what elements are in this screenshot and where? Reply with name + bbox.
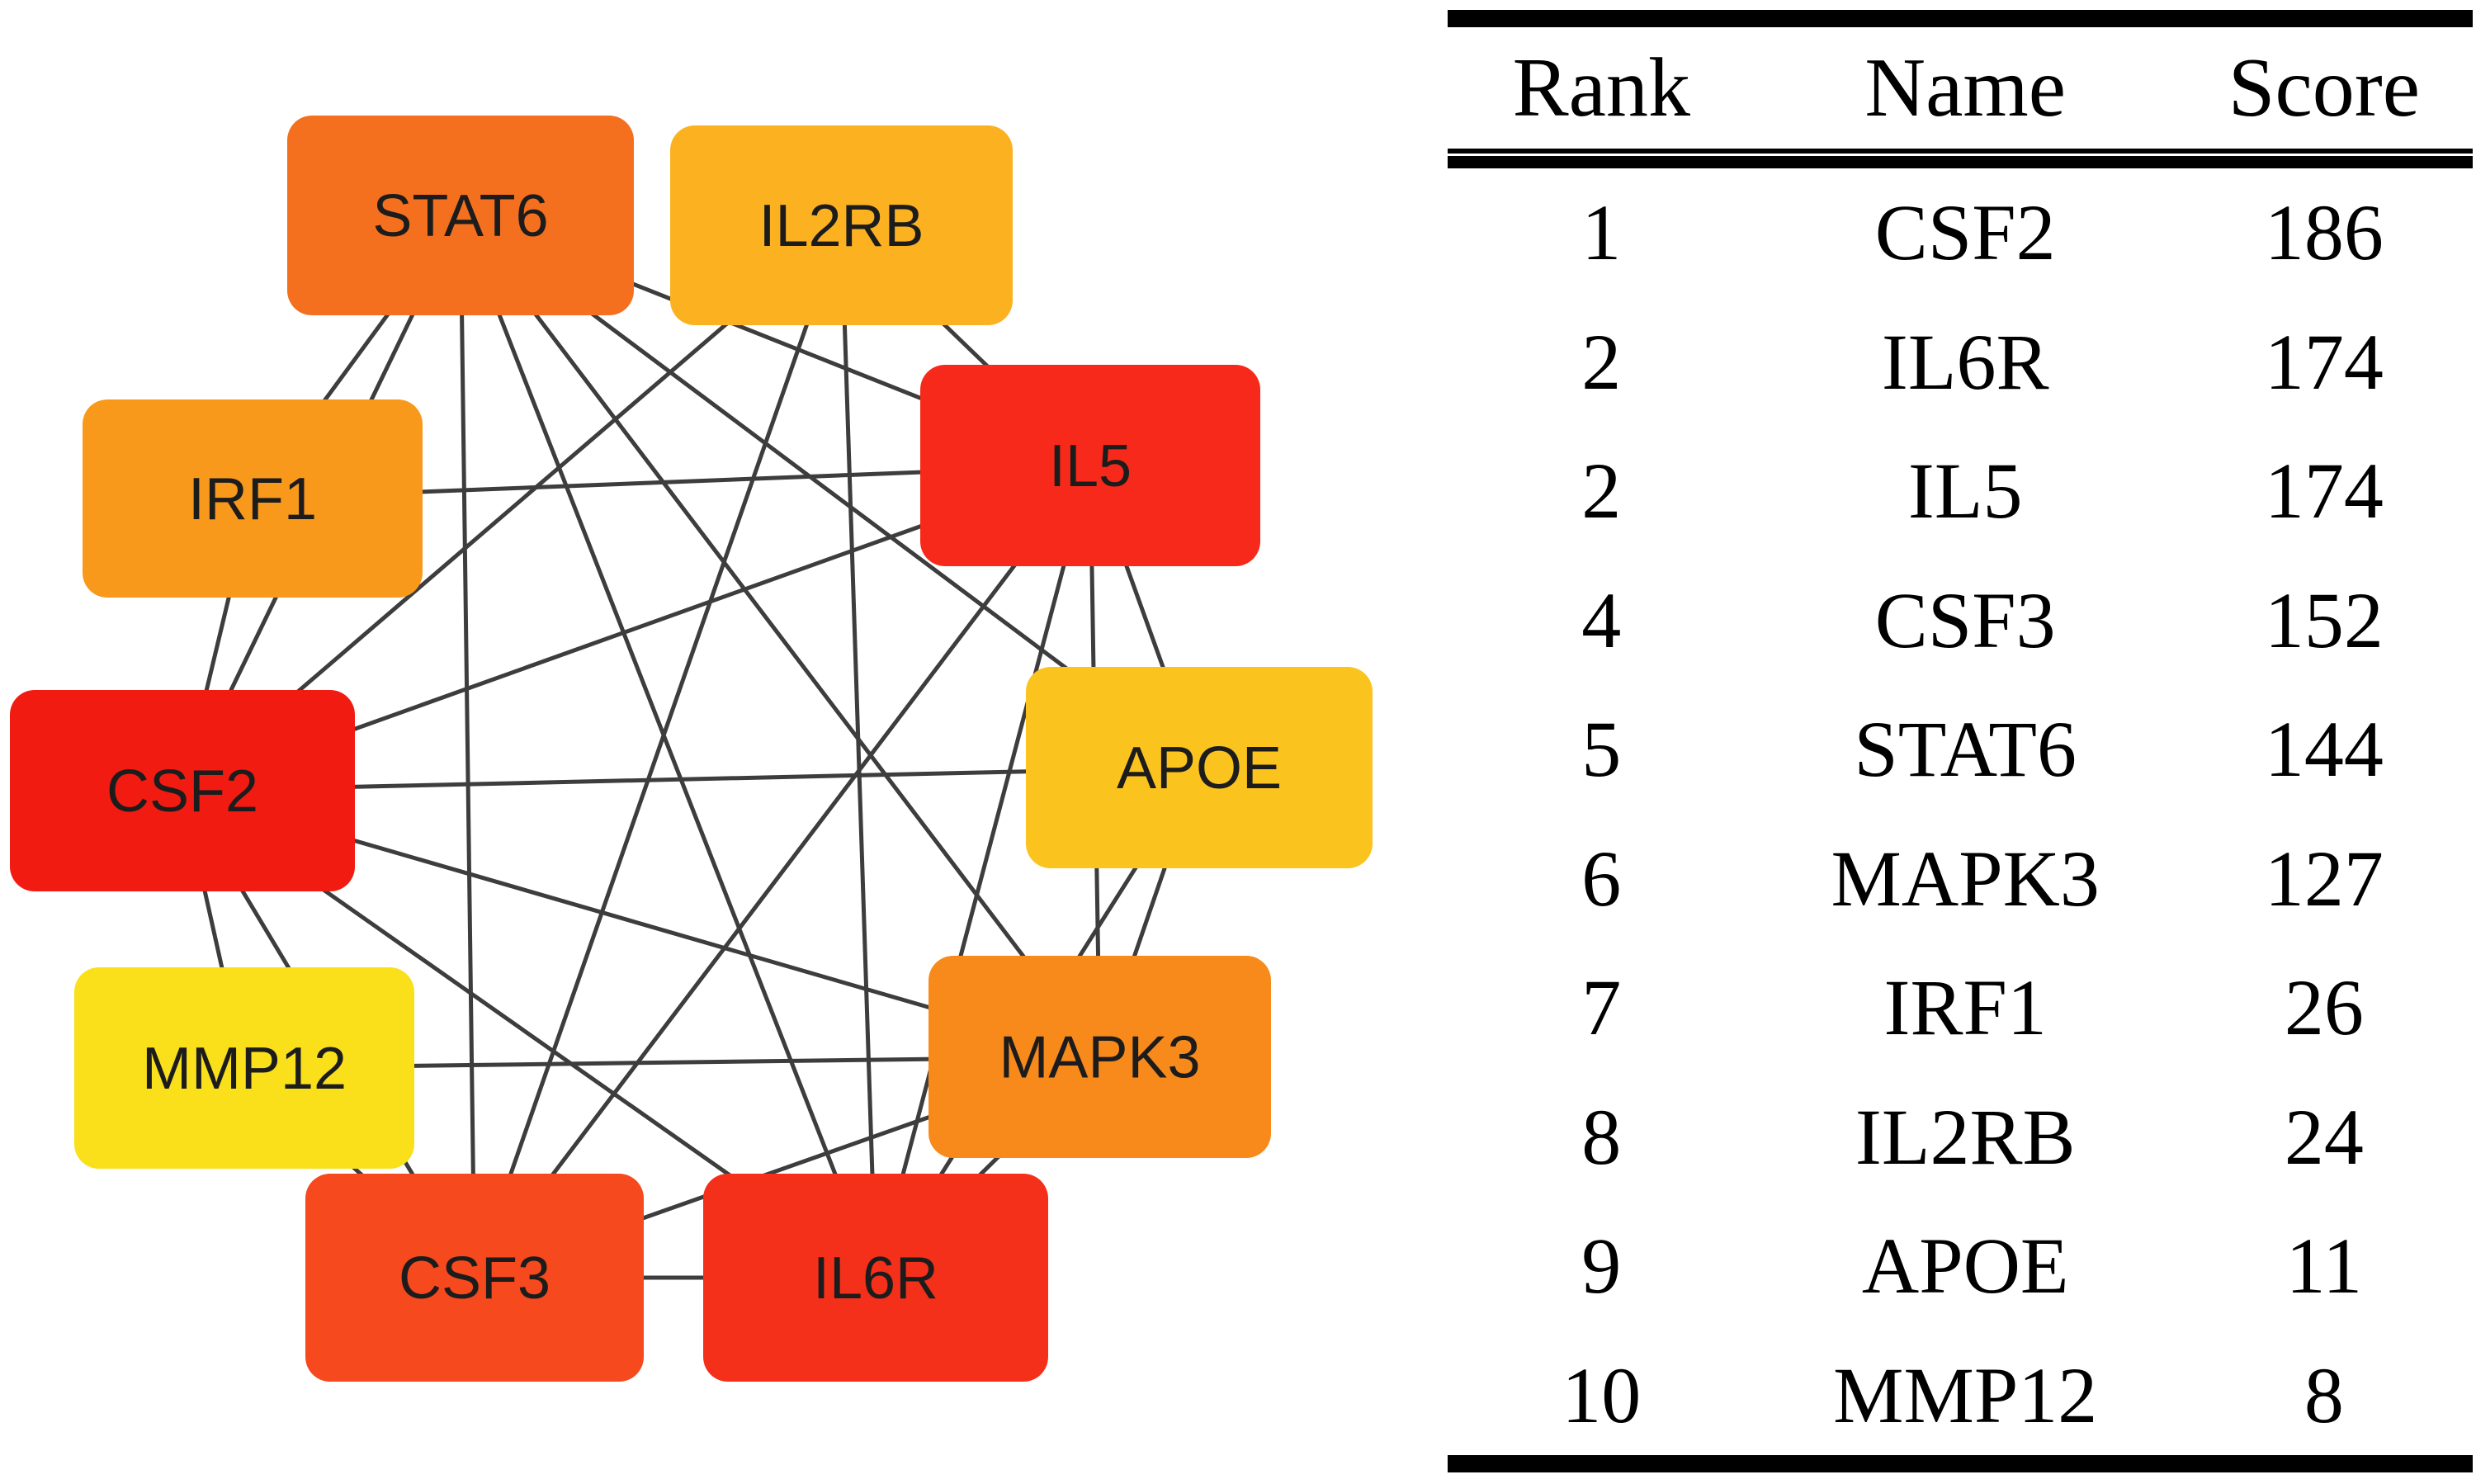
node-box-IL6R	[703, 1174, 1048, 1382]
table-row-MMP12: 10 MMP12 8	[1448, 1331, 2473, 1461]
rank-cell: 4	[1581, 575, 1622, 664]
edge-STAT6-MAPK3	[459, 214, 1102, 1059]
node-box-IL5	[920, 365, 1260, 566]
node-IL5: IL5	[920, 365, 1260, 566]
edge-IL5-CSF3	[473, 464, 1092, 1279]
node-IL6R: IL6R	[703, 1174, 1048, 1382]
rank-cell: 9	[1581, 1222, 1622, 1311]
node-box-STAT6	[287, 116, 634, 315]
rank-cell: 8	[1581, 1092, 1622, 1181]
edge-IL6R-IL5	[873, 465, 1093, 1278]
node-box-CSF3	[305, 1174, 644, 1382]
edge-CSF3-IL2RB	[472, 224, 843, 1278]
rank-cell: 10	[1562, 1350, 1642, 1439]
table-row-IL2RB: 8 IL2RB 24	[1448, 1073, 2473, 1203]
node-label-APOE: APOE	[1117, 735, 1282, 801]
node-APOE: APOE	[1026, 667, 1373, 868]
node-box-IL2RB	[670, 125, 1013, 325]
table-row-IL5: 2 IL5 174	[1448, 427, 2473, 556]
node-MMP12: MMP12	[74, 967, 414, 1169]
edge-IL6R-IL2RB	[839, 224, 878, 1278]
score-cell: 152	[2264, 575, 2384, 664]
rank-cell: 1	[1581, 188, 1622, 277]
table-row-STAT6: 5 STAT6 144	[1448, 685, 2473, 815]
table-row-APOE: 9 APOE 11	[1448, 1202, 2473, 1331]
rank-cell: 5	[1581, 705, 1622, 794]
node-label-IL2RB: IL2RB	[758, 193, 924, 259]
node-label-MAPK3: MAPK3	[999, 1025, 1200, 1091]
table-header-row: Rank Name Score	[1448, 27, 2473, 149]
name-cell: STAT6	[1854, 705, 2077, 794]
name-cell: APOE	[1861, 1222, 2069, 1311]
rank-cell: 2	[1581, 447, 1622, 536]
score-cell: 174	[2264, 317, 2384, 406]
table-row-CSF2: 1 CSF2 186	[1448, 168, 2473, 298]
name-cell: CSF2	[1874, 188, 2056, 277]
table-top-rule	[1448, 10, 2473, 27]
score-cell: 127	[2264, 834, 2384, 923]
node-label-STAT6: STAT6	[372, 183, 548, 249]
node-box-IRF1	[83, 399, 423, 598]
score-cell: 174	[2264, 447, 2384, 536]
node-label-CSF2: CSF2	[106, 759, 258, 825]
node-IL2RB: IL2RB	[670, 125, 1013, 325]
table-bottom-rule	[1448, 1455, 2473, 1472]
table-row-IL6R: 2 IL6R 174	[1448, 298, 2473, 428]
rank-cell: 7	[1581, 963, 1622, 1052]
node-label-IRF1: IRF1	[188, 466, 317, 532]
name-cell: CSF3	[1874, 575, 2056, 664]
name-cell: IL2RB	[1855, 1092, 2076, 1181]
node-label-IL6R: IL6R	[813, 1245, 938, 1311]
name-cell: MMP12	[1833, 1350, 2098, 1439]
node-MAPK3: MAPK3	[928, 956, 1271, 1158]
column-header-score: Score	[2228, 40, 2421, 135]
table-row-CSF3: 4 CSF3 152	[1448, 556, 2473, 686]
name-cell: IL6R	[1881, 317, 2049, 406]
name-cell: IL5	[1907, 447, 2023, 536]
score-cell: 186	[2264, 188, 2384, 277]
table-header-rule	[1448, 149, 2473, 168]
node-label-CSF3: CSF3	[399, 1245, 550, 1311]
table-row-MAPK3: 6 MAPK3 127	[1448, 815, 2473, 944]
node-CSF2: CSF2	[10, 690, 355, 891]
node-box-MMP12	[74, 967, 414, 1169]
node-label-MMP12: MMP12	[142, 1036, 347, 1102]
column-header-name: Name	[1864, 40, 2066, 135]
node-STAT6: STAT6	[287, 116, 634, 315]
node-CSF3: CSF3	[305, 1174, 644, 1382]
node-box-APOE	[1026, 667, 1373, 868]
node-box-CSF2	[10, 690, 355, 891]
name-cell: MAPK3	[1831, 834, 2100, 923]
column-header-rank: Rank	[1512, 40, 1690, 135]
edge-IL6R-STAT6	[458, 215, 878, 1278]
edge-CSF3-STAT6	[458, 215, 477, 1278]
rank-cell: 2	[1581, 317, 1622, 406]
score-cell: 26	[2284, 963, 2364, 1052]
score-cell: 11	[2285, 1222, 2363, 1311]
node-IRF1: IRF1	[83, 399, 423, 598]
score-cell: 8	[2304, 1350, 2344, 1439]
name-cell: IRF1	[1883, 963, 2047, 1052]
rank-cell: 6	[1581, 834, 1622, 923]
node-label-IL5: IL5	[1049, 433, 1132, 499]
node-box-MAPK3	[928, 956, 1271, 1158]
table-row-IRF1: 7 IRF1 26	[1448, 943, 2473, 1073]
score-cell: 24	[2284, 1092, 2364, 1181]
score-cell: 144	[2264, 705, 2384, 794]
